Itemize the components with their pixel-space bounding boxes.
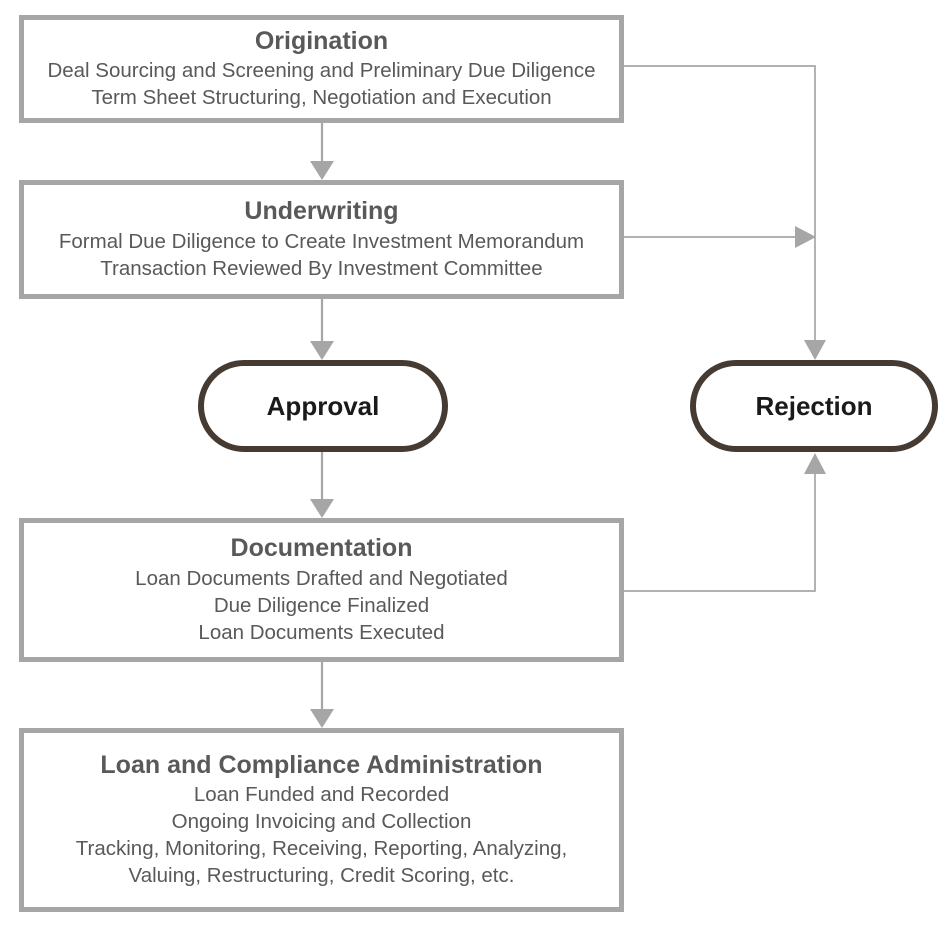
node-loan-admin-line-1: Loan Funded and Recorded [193, 783, 450, 807]
edge-documentation-to-rejection [624, 453, 826, 592]
node-loan-admin-line-4: Valuing, Restructuring, Credit Scoring, … [128, 864, 515, 888]
edge-documentation-to-loan-admin [310, 662, 334, 728]
node-origination-title: Origination [254, 26, 389, 55]
node-documentation-line-3: Loan Documents Executed [198, 620, 445, 644]
edge-underwriting-to-approval [310, 299, 334, 360]
node-documentation-line-2: Due Diligence Finalized [213, 593, 430, 617]
node-origination-line-1: Deal Sourcing and Screening and Prelimin… [47, 59, 596, 83]
node-documentation-title: Documentation [230, 534, 413, 563]
edge-underwriting-to-rejection [624, 226, 816, 248]
node-loan-admin-line-3: Tracking, Monitoring, Receiving, Reporti… [75, 837, 568, 861]
node-origination-line-2: Term Sheet Structuring, Negotiation and … [91, 86, 552, 110]
edge-origination-to-underwriting [310, 123, 334, 180]
edge-origination-to-rejection [624, 65, 816, 342]
node-documentation-line-1: Loan Documents Drafted and Negotiated [135, 566, 508, 590]
node-rejection[interactable]: Rejection [690, 360, 938, 452]
node-underwriting[interactable]: Underwriting Formal Due Diligence to Cre… [19, 180, 624, 299]
node-loan-and-compliance-administration[interactable]: Loan and Compliance Administration Loan … [19, 728, 624, 912]
node-rejection-label: Rejection [755, 390, 873, 421]
node-documentation[interactable]: Documentation Loan Documents Drafted and… [19, 518, 624, 662]
node-loan-admin-line-2: Ongoing Invoicing and Collection [171, 810, 472, 834]
edge-approval-to-documentation [310, 452, 334, 518]
node-underwriting-line-2: Transaction Reviewed By Investment Commi… [100, 256, 543, 280]
node-loan-admin-title: Loan and Compliance Administration [100, 750, 543, 779]
node-origination[interactable]: Origination Deal Sourcing and Screening … [19, 15, 624, 123]
rejection-top-arrowhead [804, 340, 826, 360]
node-underwriting-line-1: Formal Due Diligence to Create Investmen… [58, 229, 585, 253]
node-approval-label: Approval [266, 390, 380, 421]
node-underwriting-title: Underwriting [244, 197, 399, 226]
node-approval[interactable]: Approval [198, 360, 448, 452]
